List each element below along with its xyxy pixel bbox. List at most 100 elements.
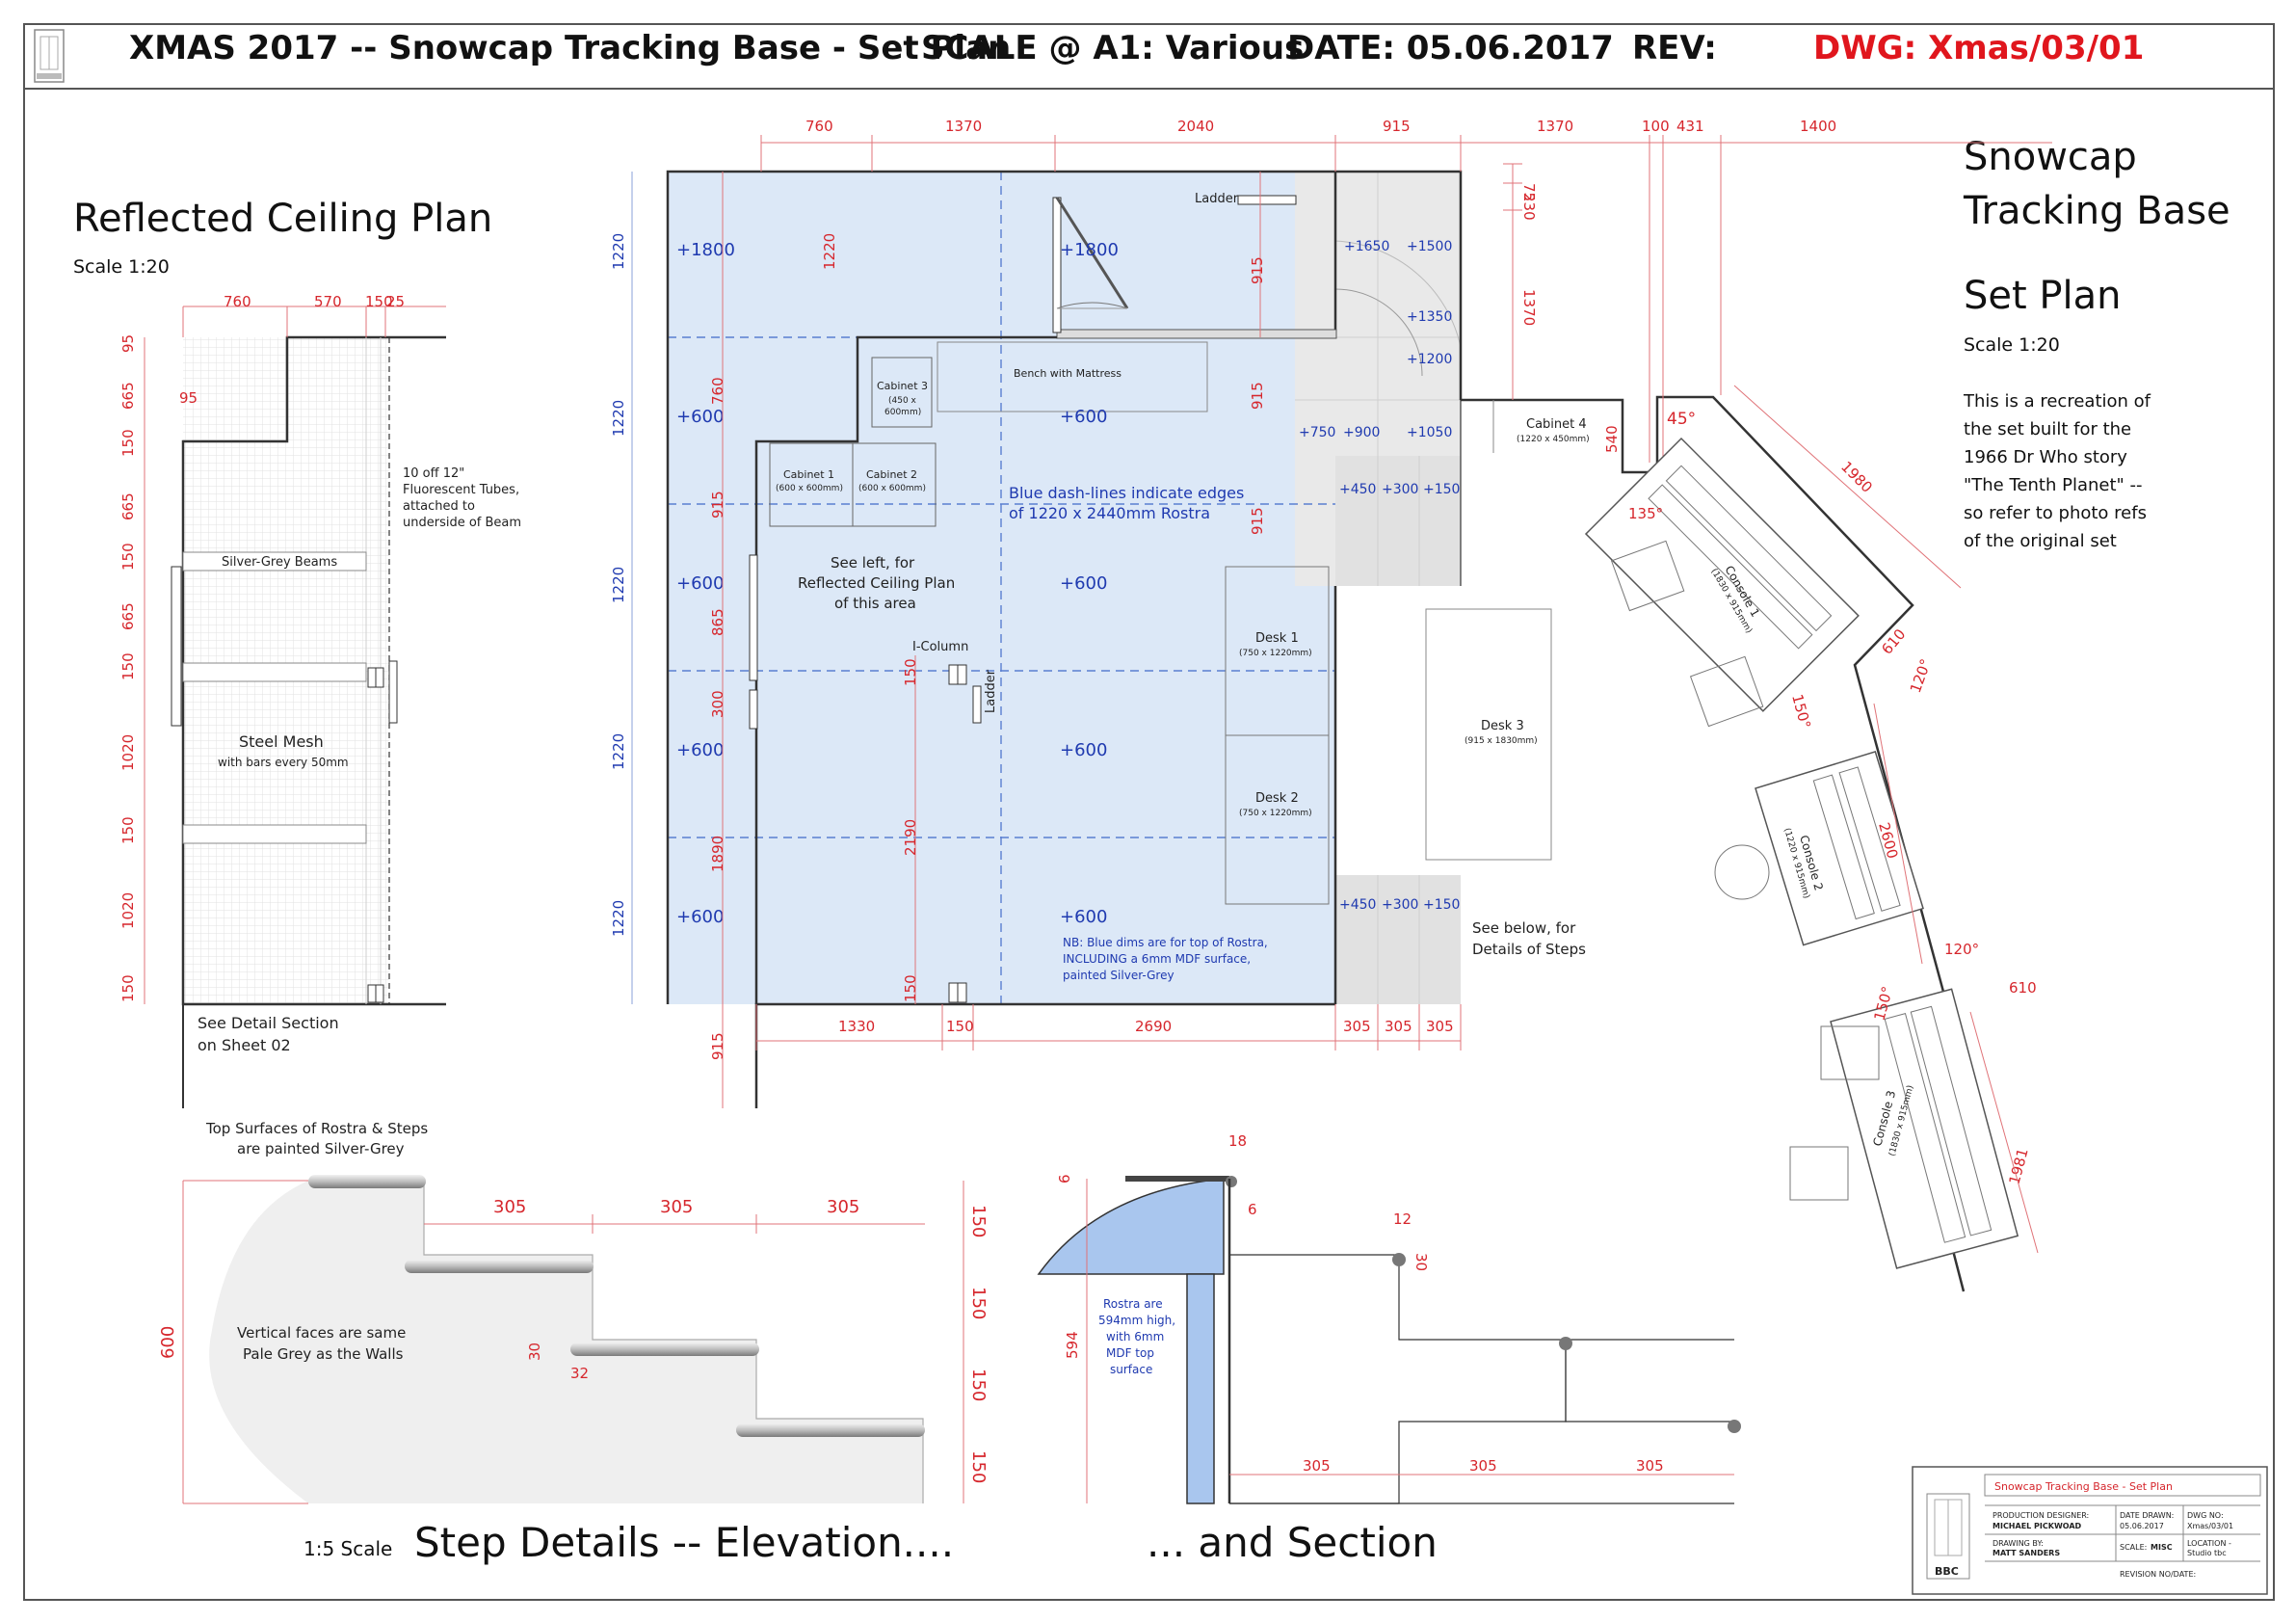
- label-title_block-location_label: LOCATION -: [2187, 1539, 2231, 1548]
- cp-dim-top-3: 150: [365, 293, 393, 310]
- label-ceiling_plan-dims_left-5: 665: [119, 602, 137, 630]
- label-title_block-project: Snowcap Tracking Base - Set Plan: [1994, 1480, 2173, 1493]
- label-title_block-date: 05.06.2017: [2120, 1522, 2164, 1530]
- label-set_plan-dims_inner_red-2: 915: [709, 491, 726, 519]
- ceiling-plan-scale: Scale 1:20: [73, 256, 170, 278]
- desk-2: [1225, 734, 1330, 905]
- label-steps-nosing-0: 30: [526, 1343, 543, 1361]
- label-set_plan-dims_inner_red-10: 915: [1249, 256, 1266, 284]
- right-scale: Scale 1:20: [1964, 334, 2060, 356]
- label-ceiling_plan-dims_left-2: 150: [119, 429, 137, 457]
- label-set_plan-dims_bottom-3: 305: [1343, 1018, 1371, 1035]
- header-rev: REV:: [1632, 29, 1717, 67]
- label-ceiling_plan-dims_left-1: 665: [119, 382, 137, 410]
- label-set_plan-dims_inner_red-7: 2190: [902, 819, 919, 856]
- label-ceiling_plan-tubes_note-3: underside of Beam: [403, 516, 521, 530]
- label-set_plan-console_dims-0: 45°: [1667, 410, 1696, 429]
- desk-3: [1425, 608, 1552, 861]
- description-line: of the original set: [1964, 531, 2117, 551]
- label-set_plan-dims_inner_red-1: 760: [709, 377, 726, 405]
- lower-steps: [1335, 875, 1461, 1004]
- label-set_plan-dims_top-7: 1400: [1800, 118, 1836, 135]
- label-set_plan-console_dims-3: 610: [1878, 625, 1909, 658]
- label-steps-rostra_note-0: Rostra are: [1103, 1297, 1163, 1311]
- label-set_plan-dims_bottom-5: 305: [1426, 1018, 1454, 1035]
- label-set_plan-console_dims-8: 610: [2009, 979, 2037, 997]
- label-set_plan-dims_inner_red-9: 915: [709, 1032, 726, 1060]
- label-set_plan-stair_levels-3: +1200: [1407, 352, 1452, 367]
- label-ceiling_plan-dims_left-4: 150: [119, 543, 137, 571]
- rostra-area: [668, 172, 1335, 1004]
- label-set_plan-dims_left_blue-1: 1220: [610, 400, 627, 437]
- step-nosing-4: [736, 1423, 925, 1437]
- description-line: 1966 Dr Who story: [1964, 447, 2127, 467]
- label-set_plan-desk1: Desk 1: [1255, 631, 1299, 646]
- label-set_plan-desk3_size: (915 x 1830mm): [1465, 736, 1538, 746]
- label-title_block-location: Studio tbc: [2187, 1549, 2227, 1557]
- steps-scale: 1:5 Scale: [303, 1537, 393, 1560]
- label-title_block-designer_label: PRODUCTION DESIGNER:: [1993, 1511, 2089, 1520]
- label-set_plan-nb_note-1: INCLUDING a 6mm MDF surface,: [1063, 952, 1251, 966]
- label-ceiling_plan-dims_left-7: 1020: [119, 734, 137, 771]
- cp-dim-top-4: 25: [386, 293, 405, 310]
- label-title_block-revision_label: REVISION NO/DATE:: [2120, 1570, 2196, 1579]
- label-set_plan-dims_top-3: 915: [1383, 118, 1411, 135]
- label-steps-section_dims-4: 12: [1393, 1210, 1412, 1228]
- label-set_plan-dims_inner_red-3: 865: [709, 608, 726, 636]
- label-ceiling_plan-tubes_note-0: 10 off 12": [403, 466, 464, 481]
- bench: [937, 341, 1208, 412]
- label-title_block-date_label: DATE DRAWN:: [2120, 1511, 2174, 1520]
- label-set_plan-levels-3: +600: [1060, 407, 1107, 427]
- step-section: Rostra are 594mm high, with 6mm MDF top …: [1037, 1132, 1741, 1504]
- right-title-3: Set Plan: [1964, 274, 2122, 318]
- label-set_plan-nb_note-0: NB: Blue dims are for top of Rostra,: [1063, 936, 1268, 949]
- step-nosing-3: [570, 1343, 759, 1356]
- label-ceiling_plan-detail_note-0: See Detail Section: [198, 1014, 339, 1032]
- label-steps-rostra_note-2: with 6mm: [1106, 1330, 1164, 1343]
- label-set_plan-see_left-1: Reflected Ceiling Plan: [798, 574, 955, 592]
- label-steps-elev_v-3: 150: [968, 1450, 989, 1483]
- label-set_plan-see_left-2: of this area: [834, 595, 916, 612]
- label-set_plan-dims_top-0: 760: [805, 118, 833, 135]
- label-set_plan-see_below-1: Details of Steps: [1472, 941, 1586, 958]
- set-plan: Ladder Cabinet 3 (450 x 600mm) Bench wit…: [610, 118, 2052, 1292]
- label-title_block-scale_label: SCALE:: [2120, 1543, 2147, 1552]
- header-dwg: DWG: Xmas/03/01: [1813, 29, 2145, 67]
- label-set_plan-dims_inner_red-8: 150: [902, 974, 919, 1002]
- mesh-sub: with bars every 50mm: [218, 756, 349, 769]
- label-set_plan-levels-1: +1800: [1060, 240, 1119, 260]
- label-ceiling_plan-detail_note-1: on Sheet 02: [198, 1036, 291, 1054]
- label-set_plan-levels-2: +600: [676, 407, 724, 427]
- label-ceiling_plan-dims_left-0: 95: [119, 334, 137, 353]
- bench-label: Bench with Mattress: [1014, 367, 1122, 380]
- label-set_plan-dims_top-6: 431: [1676, 118, 1704, 135]
- i-column-2: [948, 982, 967, 1003]
- label-steps-nosing-1: 32: [570, 1365, 589, 1382]
- label-set_plan-desk2_size: (750 x 1220mm): [1239, 809, 1312, 818]
- i-column-label: I-Column: [912, 640, 968, 654]
- sheet-border: [23, 23, 2275, 1601]
- cp-dim-top-1: 760: [224, 293, 251, 310]
- label-set_plan-dims_inner_red-4: 300: [709, 690, 726, 718]
- label-steps-rostra_note-4: surface: [1110, 1363, 1152, 1376]
- label-set_plan-nb_note-2: painted Silver-Grey: [1063, 969, 1174, 982]
- label-set_plan-dims_left_blue-3: 1220: [610, 733, 627, 770]
- label-steps-rostra_note-1: 594mm high,: [1098, 1314, 1175, 1327]
- label-set_plan-stair_levels-0: +1650: [1344, 239, 1389, 254]
- label-set_plan-cabinet3_size-1: 600mm): [884, 408, 921, 417]
- label-set_plan-stair_levels-5: +900: [1343, 425, 1380, 440]
- cabinet-4-label: Cabinet 4: [1526, 417, 1587, 432]
- mesh-label: Steel Mesh: [239, 732, 324, 751]
- label-set_plan-console_dims-5: 150°: [1788, 692, 1814, 731]
- description-line: the set built for the: [1964, 419, 2132, 439]
- label-set_plan-stair_levels-10: +450: [1339, 897, 1376, 913]
- console-2: [1755, 751, 1924, 946]
- label-ceiling_plan-dims_left-3: 665: [119, 492, 137, 520]
- label-steps-elev_v-0: 150: [968, 1205, 989, 1237]
- label-set_plan-stair_levels-2: +1350: [1407, 309, 1452, 325]
- right-title-2: Tracking Base: [1964, 189, 2230, 233]
- cp-dim-top-2: 570: [314, 293, 342, 310]
- i-column-ceiling-2: [367, 984, 384, 1003]
- steps-elevation-title: Step Details -- Elevation....: [414, 1519, 955, 1566]
